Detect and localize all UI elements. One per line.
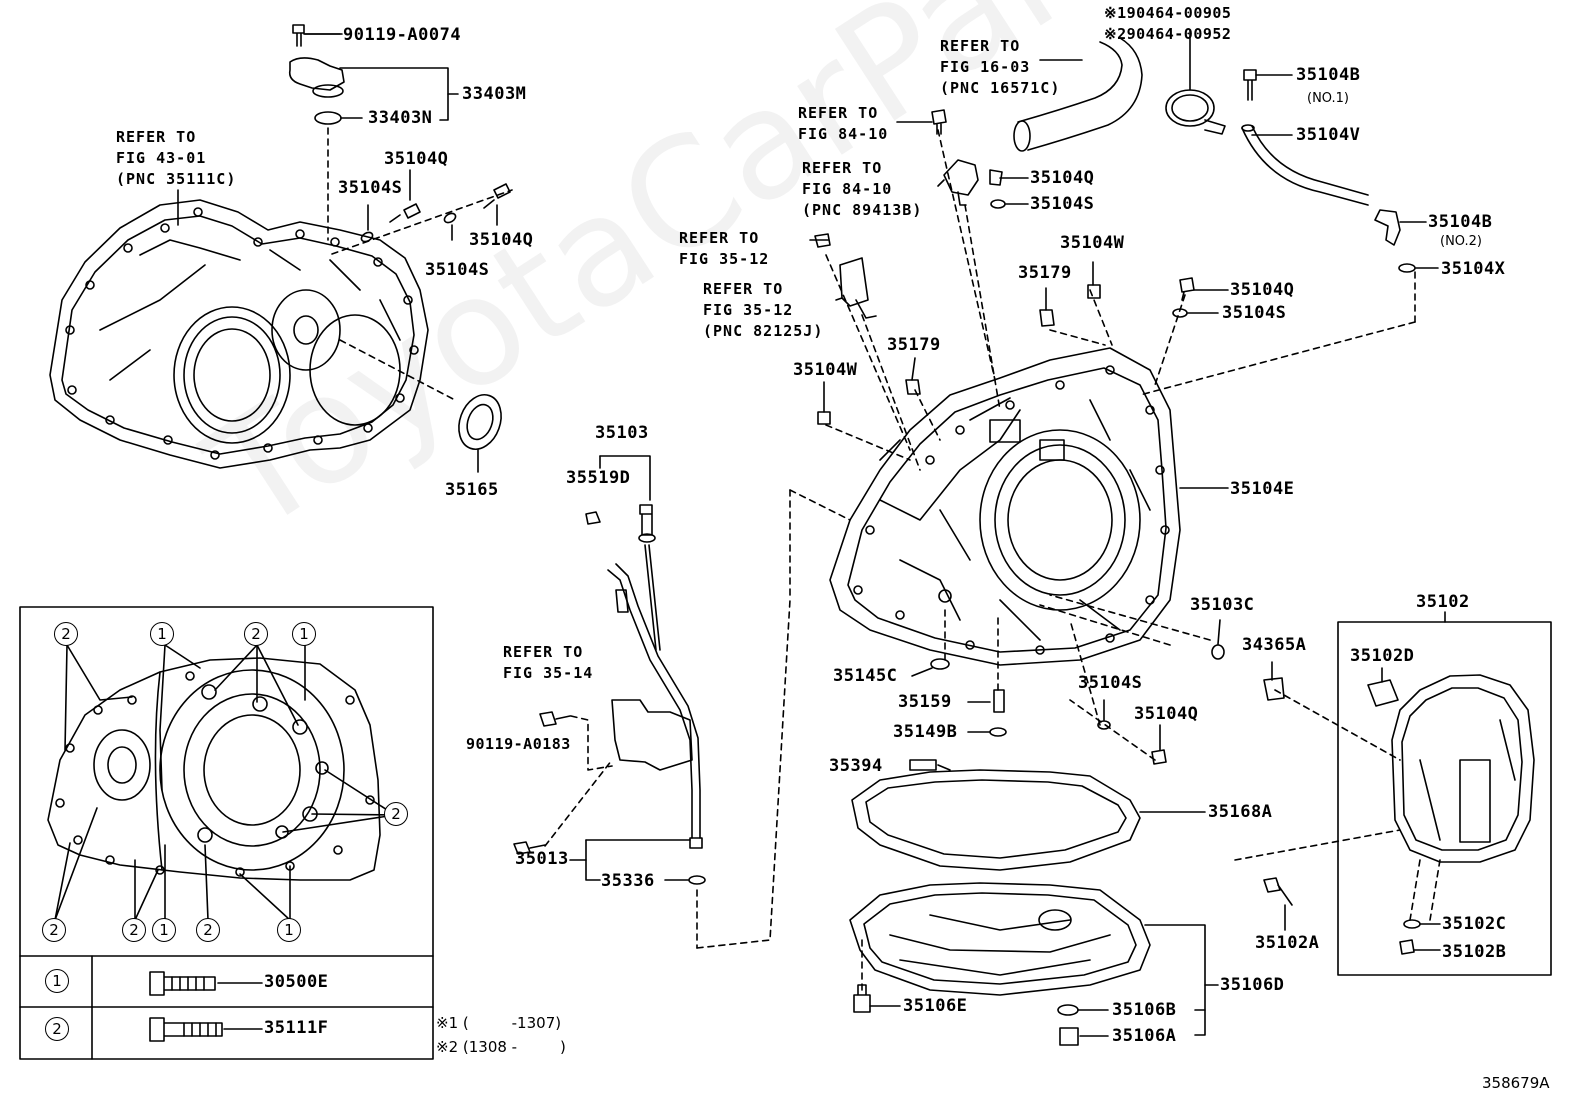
part-label: 35104V (1296, 125, 1361, 145)
table-marker-2: 2 (45, 1017, 69, 1041)
part-label: 35159 (898, 692, 952, 712)
refer-fig-43-01: REFER TO FIG 43-01 (PNC 35111C) (116, 128, 237, 188)
part-label: 35179 (887, 335, 941, 355)
part-label: 35104W (793, 360, 858, 380)
refer-fig-84-10-a: REFER TO FIG 84-10 (798, 104, 889, 143)
marker-2: 2 (42, 918, 66, 942)
table-marker-1: 1 (45, 969, 69, 993)
part-label: 35102A (1255, 933, 1320, 953)
part-label: 35104X (1441, 259, 1506, 279)
refer-fig-84-10-b: REFER TO FIG 84-10 (PNC 89413B) (802, 159, 923, 219)
transaxle-case-drawing (829, 347, 1181, 666)
leader-lines-top-center (809, 121, 1229, 489)
note-1: ※1 ( -1307) (436, 1014, 562, 1032)
part-label: 35104S (1078, 673, 1143, 693)
side-cover-box (1263, 611, 1552, 976)
part-label: 35103 (595, 423, 649, 443)
inset-leader-lines (54, 644, 396, 921)
inset-box-lines (19, 606, 434, 1060)
marker-1: 1 (150, 622, 174, 646)
part-label: 35104Q (1134, 704, 1199, 724)
hose-and-clamp (1013, 29, 1439, 273)
part-label: 35104Q (469, 230, 534, 250)
part-label: ※190464-00905 (1104, 4, 1232, 22)
part-label: 35102D (1350, 646, 1415, 666)
part-label: 35106E (903, 996, 968, 1016)
bolt-33403-assembly (288, 24, 345, 241)
part-label: 90119-A0074 (343, 25, 462, 45)
refer-35-14-bolts (513, 711, 613, 855)
part-label: 35013 (515, 849, 569, 869)
transaxle-housing-drawing (49, 199, 429, 469)
part-label: 35145C (833, 666, 898, 686)
part-label: 35104Q (1230, 280, 1295, 300)
part-label: 35104Q (384, 149, 449, 169)
marker-1: 1 (152, 918, 176, 942)
part-label: 33403N (368, 108, 433, 128)
part-label: 35104S (1030, 194, 1095, 214)
marker-2: 2 (196, 918, 220, 942)
part-label: 35104S (425, 260, 490, 280)
marker-2: 2 (122, 918, 146, 942)
marker-2: 2 (244, 622, 268, 646)
case-dashed-lines (789, 129, 1416, 996)
oil-pan-gasket-and-plugs (849, 619, 1225, 1046)
part-label: 35179 (1018, 263, 1072, 283)
part-label: 35394 (829, 756, 883, 776)
part-label: ※290464-00952 (1104, 25, 1232, 43)
part-label: 35149B (893, 722, 958, 742)
leader-lines-left (177, 33, 498, 473)
dipstick-assembly (569, 455, 791, 949)
part-sub-label: (NO.2) (1440, 234, 1482, 249)
part-label: 35104S (338, 178, 403, 198)
part-label: 35103C (1190, 595, 1255, 615)
refer-fig-35-12-b: REFER TO FIG 35-12 (PNC 82125J) (703, 280, 824, 340)
part-label: 34365A (1242, 635, 1307, 655)
part-label: 35104B (1428, 212, 1493, 232)
part-label: 35104S (1222, 303, 1287, 323)
bolt-part-label: 35111F (264, 1018, 329, 1038)
note-2: ※2 (1308 - ) (436, 1038, 566, 1056)
part-label: 35106A (1112, 1026, 1177, 1046)
small-bolts-seals-left (331, 183, 513, 450)
part-sub-label: (NO.1) (1307, 91, 1349, 106)
part-label: 35102B (1442, 942, 1507, 962)
figure-id: 358679A (1482, 1074, 1550, 1092)
part-label: 35102 (1416, 592, 1470, 612)
part-label: 90119-A0183 (466, 735, 571, 753)
part-label: 35104E (1230, 479, 1295, 499)
marker-1: 1 (277, 918, 301, 942)
part-label: 35104B (1296, 65, 1361, 85)
marker-2: 2 (54, 622, 78, 646)
inset-housing-drawing (47, 657, 381, 881)
refer-fig-35-14: REFER TO FIG 35-14 (503, 643, 594, 682)
part-label: 35106B (1112, 1000, 1177, 1020)
part-label: 35519D (566, 468, 631, 488)
refer-fig-35-12-a: REFER TO FIG 35-12 (679, 229, 770, 268)
sensors-and-bolts-top-center (814, 109, 1195, 425)
part-label: 35165 (445, 480, 499, 500)
refer-fig-16-03: REFER TO FIG 16-03 (PNC 16571C) (940, 37, 1061, 97)
part-label: 33403M (462, 84, 527, 104)
part-label: 35104W (1060, 233, 1125, 253)
part-label: 35102C (1442, 914, 1507, 934)
marker-2: 2 (384, 802, 408, 826)
part-label: 35336 (601, 871, 655, 891)
part-label: 35106D (1220, 975, 1285, 995)
part-label: 35168A (1208, 802, 1273, 822)
part-label: 35104Q (1030, 168, 1095, 188)
marker-1: 1 (292, 622, 316, 646)
bolt-part-label: 30500E (264, 972, 329, 992)
